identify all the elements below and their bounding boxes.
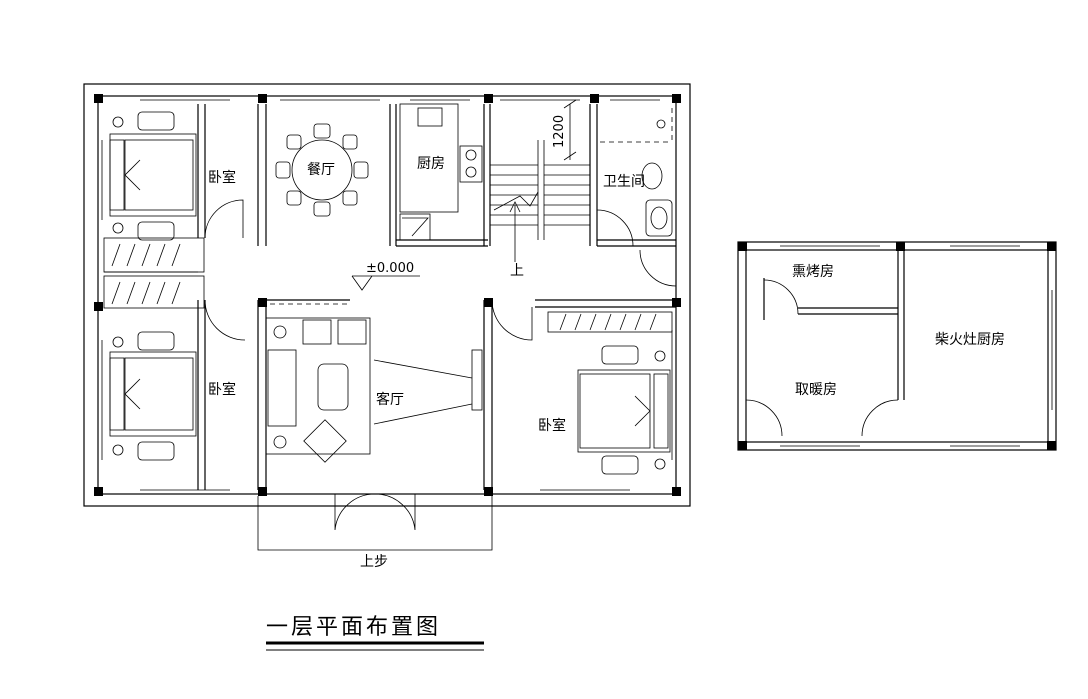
room-label-smoke-room: 熏烤房 [792, 264, 834, 280]
room-label-bedroom-right: 卧室 [538, 417, 566, 434]
drawing-title-block: 一层平面布置图 [266, 615, 484, 651]
room-label-dining: 餐厅 [307, 162, 335, 178]
dining-table [275, 123, 369, 217]
room-label-firewood-kitchen: 柴火灶厨房 [935, 332, 1005, 348]
annex-building: 熏烤房 取暖房 柴火灶厨房 [737, 241, 1057, 451]
stair-dimension-label: 1200 [552, 115, 567, 148]
room-label-heating-room: 取暖房 [795, 382, 837, 398]
structural-columns [94, 94, 681, 496]
room-label-bathroom: 卫生间 [603, 174, 645, 190]
living-furniture: ±0.000 [265, 261, 483, 463]
kitchen-fixtures [399, 103, 483, 241]
bed-right [547, 311, 673, 475]
bed-top-left [109, 111, 197, 241]
room-label-kitchen: 厨房 [417, 156, 445, 172]
interior-walls [103, 104, 676, 490]
doors [204, 199, 677, 551]
entry-steps-label: 上步 [360, 554, 388, 570]
staircase: 1200 上 [490, 99, 590, 279]
bed-bottom-left [109, 331, 197, 461]
drawing-title: 一层平面布置图 [266, 615, 441, 640]
room-label-living: 客厅 [376, 391, 404, 408]
room-labels: 卧室 卧室 卧室 餐厅 厨房 卫生间 客厅 上步 [208, 156, 645, 570]
room-label-bedroom-bottom-left: 卧室 [208, 381, 236, 398]
stair-up-label: 上 [510, 263, 524, 279]
wardrobe-hatching [111, 243, 181, 305]
level-mark-label: ±0.000 [366, 261, 414, 276]
bathroom-fixtures [600, 108, 673, 237]
room-label-bedroom-top-left: 卧室 [208, 169, 236, 186]
